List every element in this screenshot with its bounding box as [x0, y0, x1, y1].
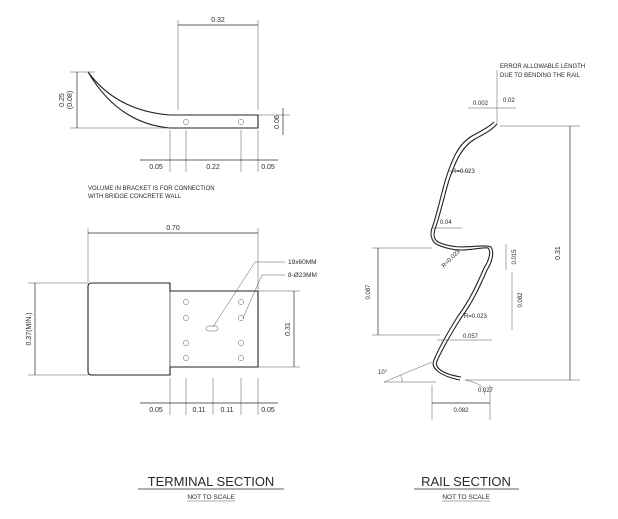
error-note-line2: DUE TO BENDING THE RAIL — [500, 73, 581, 79]
angle-label: 10° — [378, 370, 388, 376]
hole-icon — [238, 355, 244, 361]
dim-0082: 0.082 — [453, 408, 469, 414]
w-beam-profile — [430, 121, 495, 381]
dim-031: 0.31 — [555, 246, 562, 260]
radius-label-3: R=0.023 — [464, 314, 488, 320]
bracket-note-line2: WITH BRIDGE CONCRETE WALL — [88, 194, 182, 200]
dim-0082v: 0.082 — [518, 292, 524, 308]
dim-plan-height-left: 0.37(MIN.) — [26, 312, 33, 345]
radius-label-1: R=0.023 — [452, 169, 476, 175]
dim-seg-left: 0.05 — [149, 164, 163, 171]
dim-bottom-1: 0.05 — [149, 407, 163, 414]
hole-icon — [238, 340, 244, 346]
dim-plan-width: 0.70 — [166, 225, 180, 232]
terminal-side-view: 0.32 0.25 (0.08) 0.06 0.05 0.22 0.05 — [59, 17, 290, 172]
hole-icon — [238, 315, 244, 321]
hole-icon — [183, 315, 189, 321]
dim-bottom-2: 0.11 — [192, 407, 205, 414]
hole-icon — [183, 355, 189, 361]
terminal-section-subtitle: NOT TO SCALE — [187, 494, 235, 501]
dim-plan-height-right: 0.31 — [285, 322, 292, 336]
dim-0087: 0.087 — [366, 284, 372, 300]
hole-icon — [238, 119, 244, 125]
dim-seg-right: 0.05 — [261, 164, 275, 171]
hole-icon — [183, 340, 189, 346]
rail-profile-view: ERROR ALLOWABLE LENGTH DUE TO BENDING TH… — [366, 64, 585, 420]
dim-top-height-bracket: (0.08) — [67, 91, 74, 109]
hole-icon — [183, 299, 189, 305]
bracket-note-line1: VOLUME IN BRACKET IS FOR CONNECTION — [88, 186, 215, 192]
dim-thickness: 0.06 — [274, 115, 281, 129]
terminal-curved-end — [87, 71, 259, 129]
dim-004: 0.04 — [440, 220, 452, 226]
rail-section-title: RAIL SECTION — [421, 474, 511, 489]
dim-0002: 0.002 — [473, 101, 489, 107]
radius-label-2: R=0.023 — [441, 249, 462, 270]
dim-002: 0.02 — [503, 98, 515, 104]
slot-callout: 19x60MM — [288, 259, 317, 266]
dim-0015: 0.015 — [512, 249, 518, 265]
dim-0057: 0.057 — [463, 334, 479, 340]
slot-icon — [205, 325, 219, 332]
terminal-plate — [87, 282, 259, 376]
dim-top-width: 0.32 — [211, 17, 225, 24]
terminal-section-title: TERMINAL SECTION — [148, 474, 275, 489]
w-beam-profile-inner — [433, 123, 498, 378]
dim-0027: 0.027 — [478, 388, 494, 394]
dim-top-height: 0.25 — [59, 93, 66, 107]
hole-callout: 8-Ø23MM — [288, 272, 317, 279]
dim-seg-mid: 0.22 — [206, 164, 220, 171]
terminal-plan-view: 0.70 19x60MM 8-Ø23MM 0.37(MIN.) 0.31 0.0… — [26, 225, 317, 415]
dim-bottom-3: 0.11 — [220, 407, 233, 414]
rail-section-subtitle: NOT TO SCALE — [442, 494, 490, 501]
hole-icon — [238, 299, 244, 305]
hole-icon — [183, 119, 189, 125]
dim-bottom-4: 0.05 — [261, 407, 275, 414]
error-note-line1: ERROR ALLOWABLE LENGTH — [500, 64, 585, 70]
